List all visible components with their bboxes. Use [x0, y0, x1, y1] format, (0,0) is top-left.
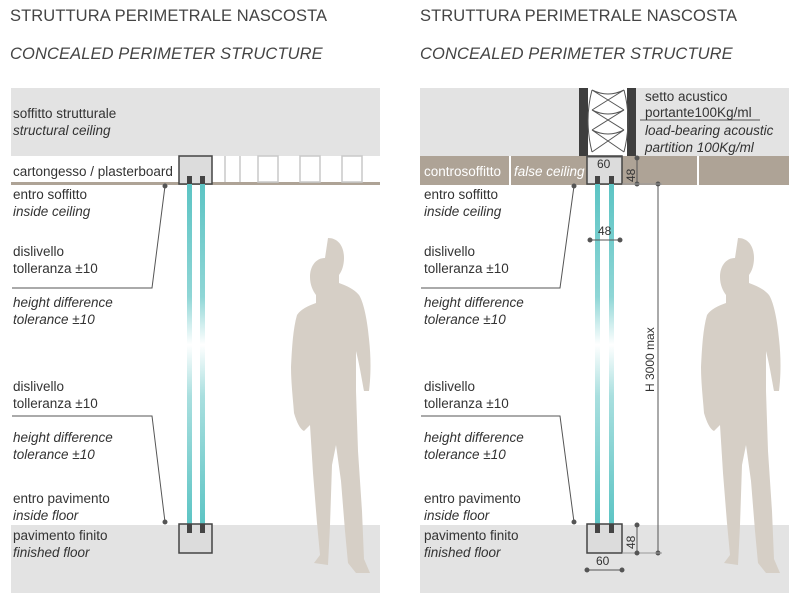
- left-diff-bot-it-2: tolleranza ±10: [13, 396, 98, 411]
- left-plasterboard-label: cartongesso / plasterboard: [13, 164, 173, 179]
- right-diff-bot-en-2: tolerance ±10: [424, 447, 506, 462]
- right-glass-panes: [595, 184, 614, 526]
- left-diff-top-it-1: dislivello: [13, 244, 65, 259]
- right-diff-top-it-1: dislivello: [424, 244, 476, 259]
- left-ceiling-it: soffitto strutturale: [13, 106, 117, 121]
- left-title-en: CONCEALED PERIMETER STRUCTURE: [10, 45, 323, 63]
- left-diff-top-it-2: tolleranza ±10: [13, 261, 98, 276]
- false-ceiling-joints: [509, 156, 699, 185]
- right-inside-floor-en: inside floor: [424, 508, 490, 523]
- right-diff-top-en-2: tolerance ±10: [424, 312, 506, 327]
- right-leader-lines: [421, 119, 760, 525]
- right-finished-floor-en: finished floor: [424, 545, 501, 560]
- left-finished-floor-it: pavimento finito: [13, 528, 108, 543]
- left-person-silhouette: [291, 238, 371, 573]
- left-inside-ceiling-it: entro soffitto: [13, 187, 88, 202]
- false-ceiling-it: controsoffitto: [424, 164, 502, 179]
- right-diff-bot-it-1: dislivello: [424, 379, 476, 394]
- left-diff-bot-en-2: tolerance ±10: [13, 447, 95, 462]
- right-top-profile: [586, 155, 623, 185]
- partition-en-1: load-bearing acoustic: [645, 123, 774, 138]
- dim-top-height: 48: [624, 168, 638, 182]
- partition-en-2: partition 100Kg/ml: [645, 140, 754, 155]
- right-inside-ceiling-it: entro soffitto: [424, 187, 499, 202]
- dim-glass: 48: [598, 224, 612, 238]
- right-dimension-lines: [584, 155, 662, 573]
- dim-top-width: 60: [597, 157, 611, 171]
- right-person-silhouette: [701, 238, 781, 573]
- left-diff-bot-it-1: dislivello: [13, 379, 65, 394]
- dim-bottom-width: 60: [596, 554, 610, 568]
- dim-bottom-height: 48: [624, 535, 638, 549]
- left-inside-floor-en: inside floor: [13, 508, 79, 523]
- left-inside-floor-it: entro pavimento: [13, 491, 110, 506]
- left-leader-lines: [12, 183, 168, 525]
- right-inside-floor-it: entro pavimento: [424, 491, 521, 506]
- left-structural-ceiling: [11, 88, 380, 156]
- acoustic-partition: [579, 88, 636, 156]
- left-inside-ceiling-en: inside ceiling: [13, 204, 91, 219]
- left-top-profile: [178, 155, 213, 185]
- left-glass-panes: [187, 184, 205, 526]
- left-finished-floor-en: finished floor: [13, 545, 90, 560]
- right-inside-ceiling-en: inside ceiling: [424, 204, 502, 219]
- right-diff-top-en-1: height difference: [424, 295, 524, 310]
- right-title-it: STRUTTURA PERIMETRALE NASCOSTA: [420, 7, 738, 25]
- left-title-it: STRUTTURA PERIMETRALE NASCOSTA: [10, 7, 328, 25]
- left-diff-top-en-1: height difference: [13, 295, 113, 310]
- false-ceiling-en: false ceiling: [514, 164, 585, 179]
- right-bottom-profile: [586, 523, 623, 554]
- dim-height: H 3000 max: [643, 327, 657, 392]
- left-diff-bot-en-1: height difference: [13, 430, 113, 445]
- left-ceiling-en: structural ceiling: [13, 123, 111, 138]
- partition-it-1: setto acustico: [645, 89, 728, 104]
- right-diff-bot-it-2: tolleranza ±10: [424, 396, 509, 411]
- right-diff-bot-en-1: height difference: [424, 430, 524, 445]
- left-bottom-profile: [178, 523, 213, 554]
- right-finished-floor-it: pavimento finito: [424, 528, 519, 543]
- right-title-en: CONCEALED PERIMETER STRUCTURE: [420, 45, 733, 63]
- left-diff-top-en-2: tolerance ±10: [13, 312, 95, 327]
- partition-it-2: portante100Kg/ml: [645, 105, 752, 120]
- right-diff-top-it-2: tolleranza ±10: [424, 261, 509, 276]
